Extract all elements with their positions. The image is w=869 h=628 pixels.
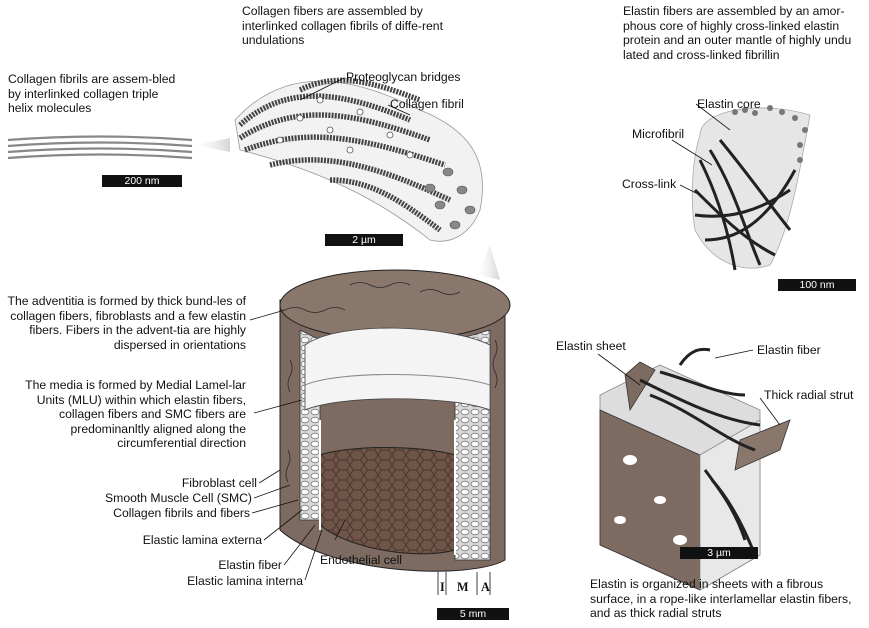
scale-bar-fiber: 2 µm bbox=[325, 234, 403, 246]
scale-bar-fibril: 200 nm bbox=[102, 175, 182, 187]
label-cross-link: Cross-link bbox=[622, 177, 676, 192]
label-elastin-fiber-right: Elastin fiber bbox=[757, 343, 821, 358]
collagen-fibrils-description: Collagen fibrils are assem-bled by inter… bbox=[8, 72, 186, 116]
label-elastin-fiber-left: Elastin fiber bbox=[150, 558, 282, 573]
triple-helix-fibril bbox=[8, 137, 192, 159]
layer-label-media: M bbox=[457, 580, 469, 595]
label-elastin-sheet: Elastin sheet bbox=[556, 339, 626, 354]
layer-label-adventitia: A bbox=[481, 580, 490, 595]
collagen-fibers-description: Collagen fibers are assembled by interli… bbox=[242, 4, 472, 48]
label-microfibril: Microfibril bbox=[632, 127, 684, 142]
zoom-cone-1 bbox=[195, 138, 230, 152]
scale-bar-sheet: 3 µm bbox=[680, 547, 758, 559]
label-endothelial-cell: Endothelial cell bbox=[320, 553, 402, 568]
media-description: The media is formed by Medial Lamel-lar … bbox=[2, 378, 246, 451]
label-proteoglycan-bridges: Proteoglycan bridges bbox=[346, 70, 461, 85]
label-elastic-lamina-externa: Elastic lamina externa bbox=[80, 533, 262, 548]
label-thick-radial-strut: Thick radial strut bbox=[764, 388, 853, 403]
label-elastin-core: Elastin core bbox=[697, 97, 761, 112]
scale-bar-elastin: 100 nm bbox=[778, 279, 856, 291]
zoom-cone-2 bbox=[478, 245, 500, 280]
label-collagen-fibril: Collagen fibril bbox=[390, 97, 464, 112]
label-smc: Smooth Muscle Cell (SMC) bbox=[40, 491, 252, 506]
scale-bar-vessel: 5 mm bbox=[437, 608, 509, 620]
elastin-fiber-illustration bbox=[692, 105, 810, 270]
adventitia-description: The adventitia is formed by thick bund-l… bbox=[2, 294, 246, 352]
label-fibroblast-cell: Fibroblast cell bbox=[60, 476, 257, 491]
elastin-fibers-description: Elastin fibers are assembled by an amor-… bbox=[623, 4, 865, 62]
elastin-organization-description: Elastin is organized in sheets with a fi… bbox=[590, 577, 865, 621]
label-elastic-lamina-interna: Elastic lamina interna bbox=[130, 574, 303, 589]
label-collagen-fibrils-fibers: Collagen fibrils and fibers bbox=[40, 506, 250, 521]
layer-label-intima: I bbox=[440, 580, 445, 595]
